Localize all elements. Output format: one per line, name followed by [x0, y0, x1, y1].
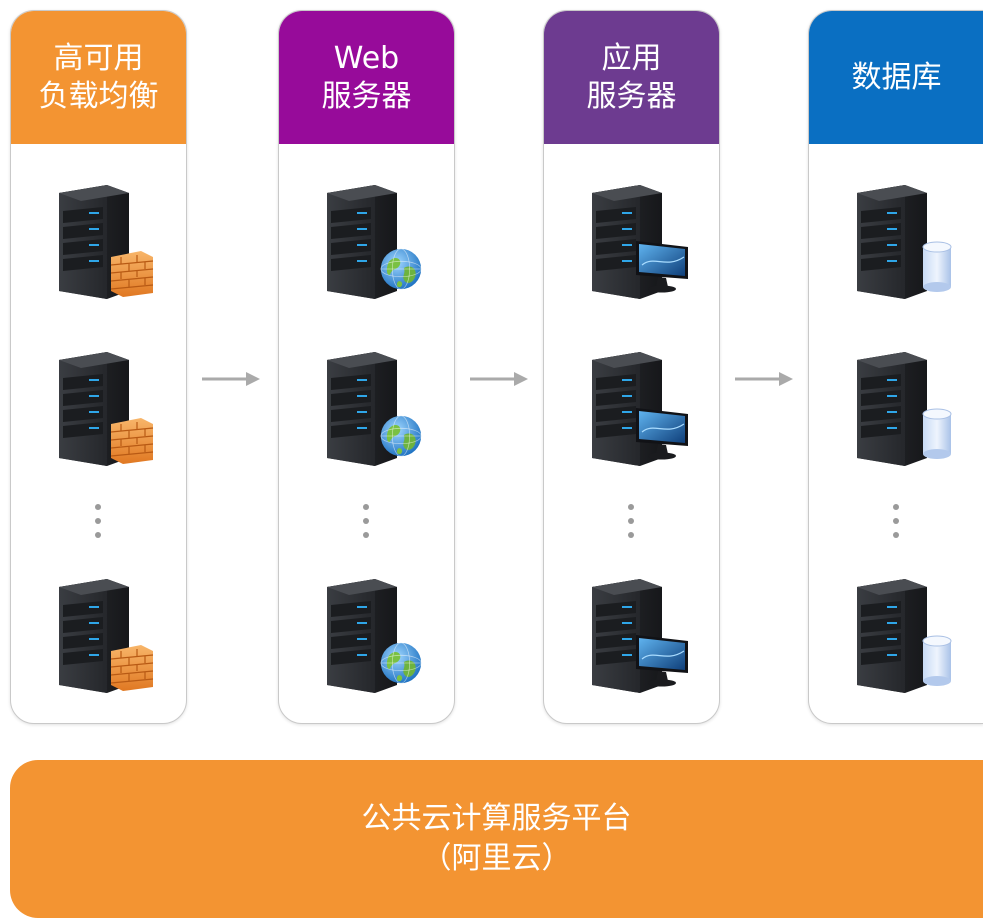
ellipsis-icon	[363, 504, 369, 538]
platform-title: 公共云计算服务平台	[361, 801, 632, 836]
load-balancer-column: 高可用 负载均衡	[10, 10, 187, 724]
globe-icon	[380, 415, 422, 457]
app-server	[582, 346, 694, 466]
web-server	[317, 573, 429, 693]
server-tower-icon	[857, 579, 952, 693]
load-balancer-header: 高可用 负载均衡	[11, 11, 186, 144]
app-server-header: 应用 服务器	[544, 11, 719, 144]
app-server-column: 应用 服务器	[543, 10, 720, 724]
globe-icon	[380, 248, 422, 290]
server-tower-icon	[59, 185, 154, 299]
database-column: 数据库	[808, 10, 983, 724]
server-tower-icon	[327, 185, 422, 299]
arrow-right-icon	[202, 372, 260, 386]
ellipsis-icon	[95, 504, 101, 538]
web-server	[317, 346, 429, 466]
server-tower-icon	[59, 579, 154, 693]
database-header: 数据库	[809, 11, 983, 144]
firewall-icon	[110, 644, 154, 691]
platform-subtitle: （阿里云）	[421, 841, 572, 876]
server-tower-icon	[857, 185, 952, 299]
ellipsis-icon	[893, 504, 899, 538]
server-tower-icon	[59, 352, 154, 466]
database-server	[847, 346, 959, 466]
web-server-column: Web 服务器	[278, 10, 455, 724]
globe-icon	[380, 642, 422, 684]
load-balancer-server	[49, 573, 161, 693]
database-icon	[922, 408, 952, 460]
ellipsis-icon	[628, 504, 634, 538]
server-tower-icon	[327, 352, 422, 466]
load-balancer-server	[49, 346, 161, 466]
server-tower-icon	[327, 579, 422, 693]
firewall-icon	[110, 250, 154, 297]
app-server	[582, 179, 694, 299]
web-server-header: Web 服务器	[279, 11, 454, 144]
server-tower-icon	[592, 352, 689, 466]
load-balancer-server	[49, 179, 161, 299]
server-tower-icon	[592, 579, 689, 693]
server-tower-icon	[592, 185, 689, 299]
web-server	[317, 179, 429, 299]
firewall-icon	[110, 417, 154, 464]
cloud-platform-bar: 公共云计算服务平台 （阿里云）	[10, 760, 983, 918]
arrow-right-icon	[470, 372, 528, 386]
app-server	[582, 573, 694, 693]
server-tower-icon	[857, 352, 952, 466]
arrow-right-icon	[735, 372, 793, 386]
database-server	[847, 573, 959, 693]
database-icon	[922, 635, 952, 687]
database-server	[847, 179, 959, 299]
database-icon	[922, 241, 952, 293]
